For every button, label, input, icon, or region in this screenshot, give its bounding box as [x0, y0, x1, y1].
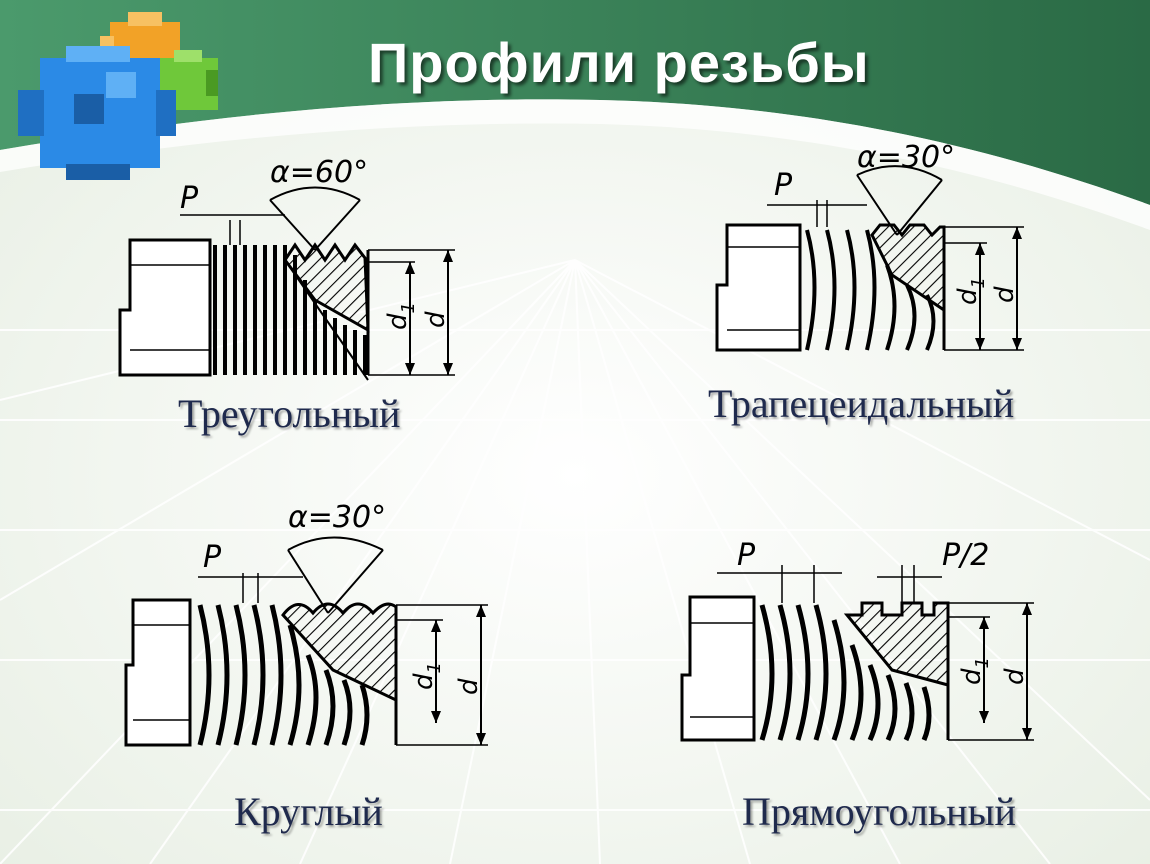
pitch-label: P: [180, 181, 199, 216]
angle-label: α=30°: [857, 140, 955, 175]
d1-subscript: 1: [398, 302, 419, 313]
triangular-thread-diagram: P α=60° d1 d: [118, 155, 455, 381]
svg-text:d1: d1: [409, 662, 445, 690]
round-thread-diagram: P α=30° d1 d: [124, 500, 488, 747]
rectangular-thread-diagram: P P/2 d1 d: [680, 538, 1034, 742]
d1-subscript: 1: [968, 277, 989, 288]
d-label: d: [454, 678, 484, 695]
caption-rectangular: Прямоугольный: [742, 789, 1016, 834]
d1-label: d: [409, 673, 439, 690]
d1-label: d: [383, 313, 413, 330]
d-label: d: [421, 311, 451, 328]
svg-text:d1: d1: [953, 277, 989, 305]
pitch-label: P: [774, 168, 793, 203]
d1-label: d: [953, 288, 983, 305]
d-label: d: [990, 286, 1020, 303]
half-pitch-label: P/2: [942, 538, 989, 573]
page-title: Профили резьбы: [368, 31, 870, 94]
d1-label: d: [957, 668, 987, 685]
caption-round: Круглый: [234, 789, 383, 834]
caption-trapezoidal: Трапецеидальный: [708, 381, 1015, 426]
angle-label: α=60°: [270, 155, 368, 190]
caption-triangular: Треугольный: [178, 391, 401, 436]
svg-text:d1: d1: [957, 657, 993, 685]
d1-subscript: 1: [972, 657, 993, 668]
pitch-label: P: [203, 540, 222, 575]
angle-label: α=30°: [288, 500, 386, 535]
d1-subscript: 1: [424, 662, 445, 673]
trapezoidal-thread-diagram: P α=30° d1 d: [715, 140, 1024, 352]
pitch-label: P: [737, 538, 756, 573]
svg-text:d1: d1: [383, 302, 419, 330]
puzzle-cubes-icon: [18, 12, 218, 180]
d-label: d: [1000, 668, 1030, 685]
